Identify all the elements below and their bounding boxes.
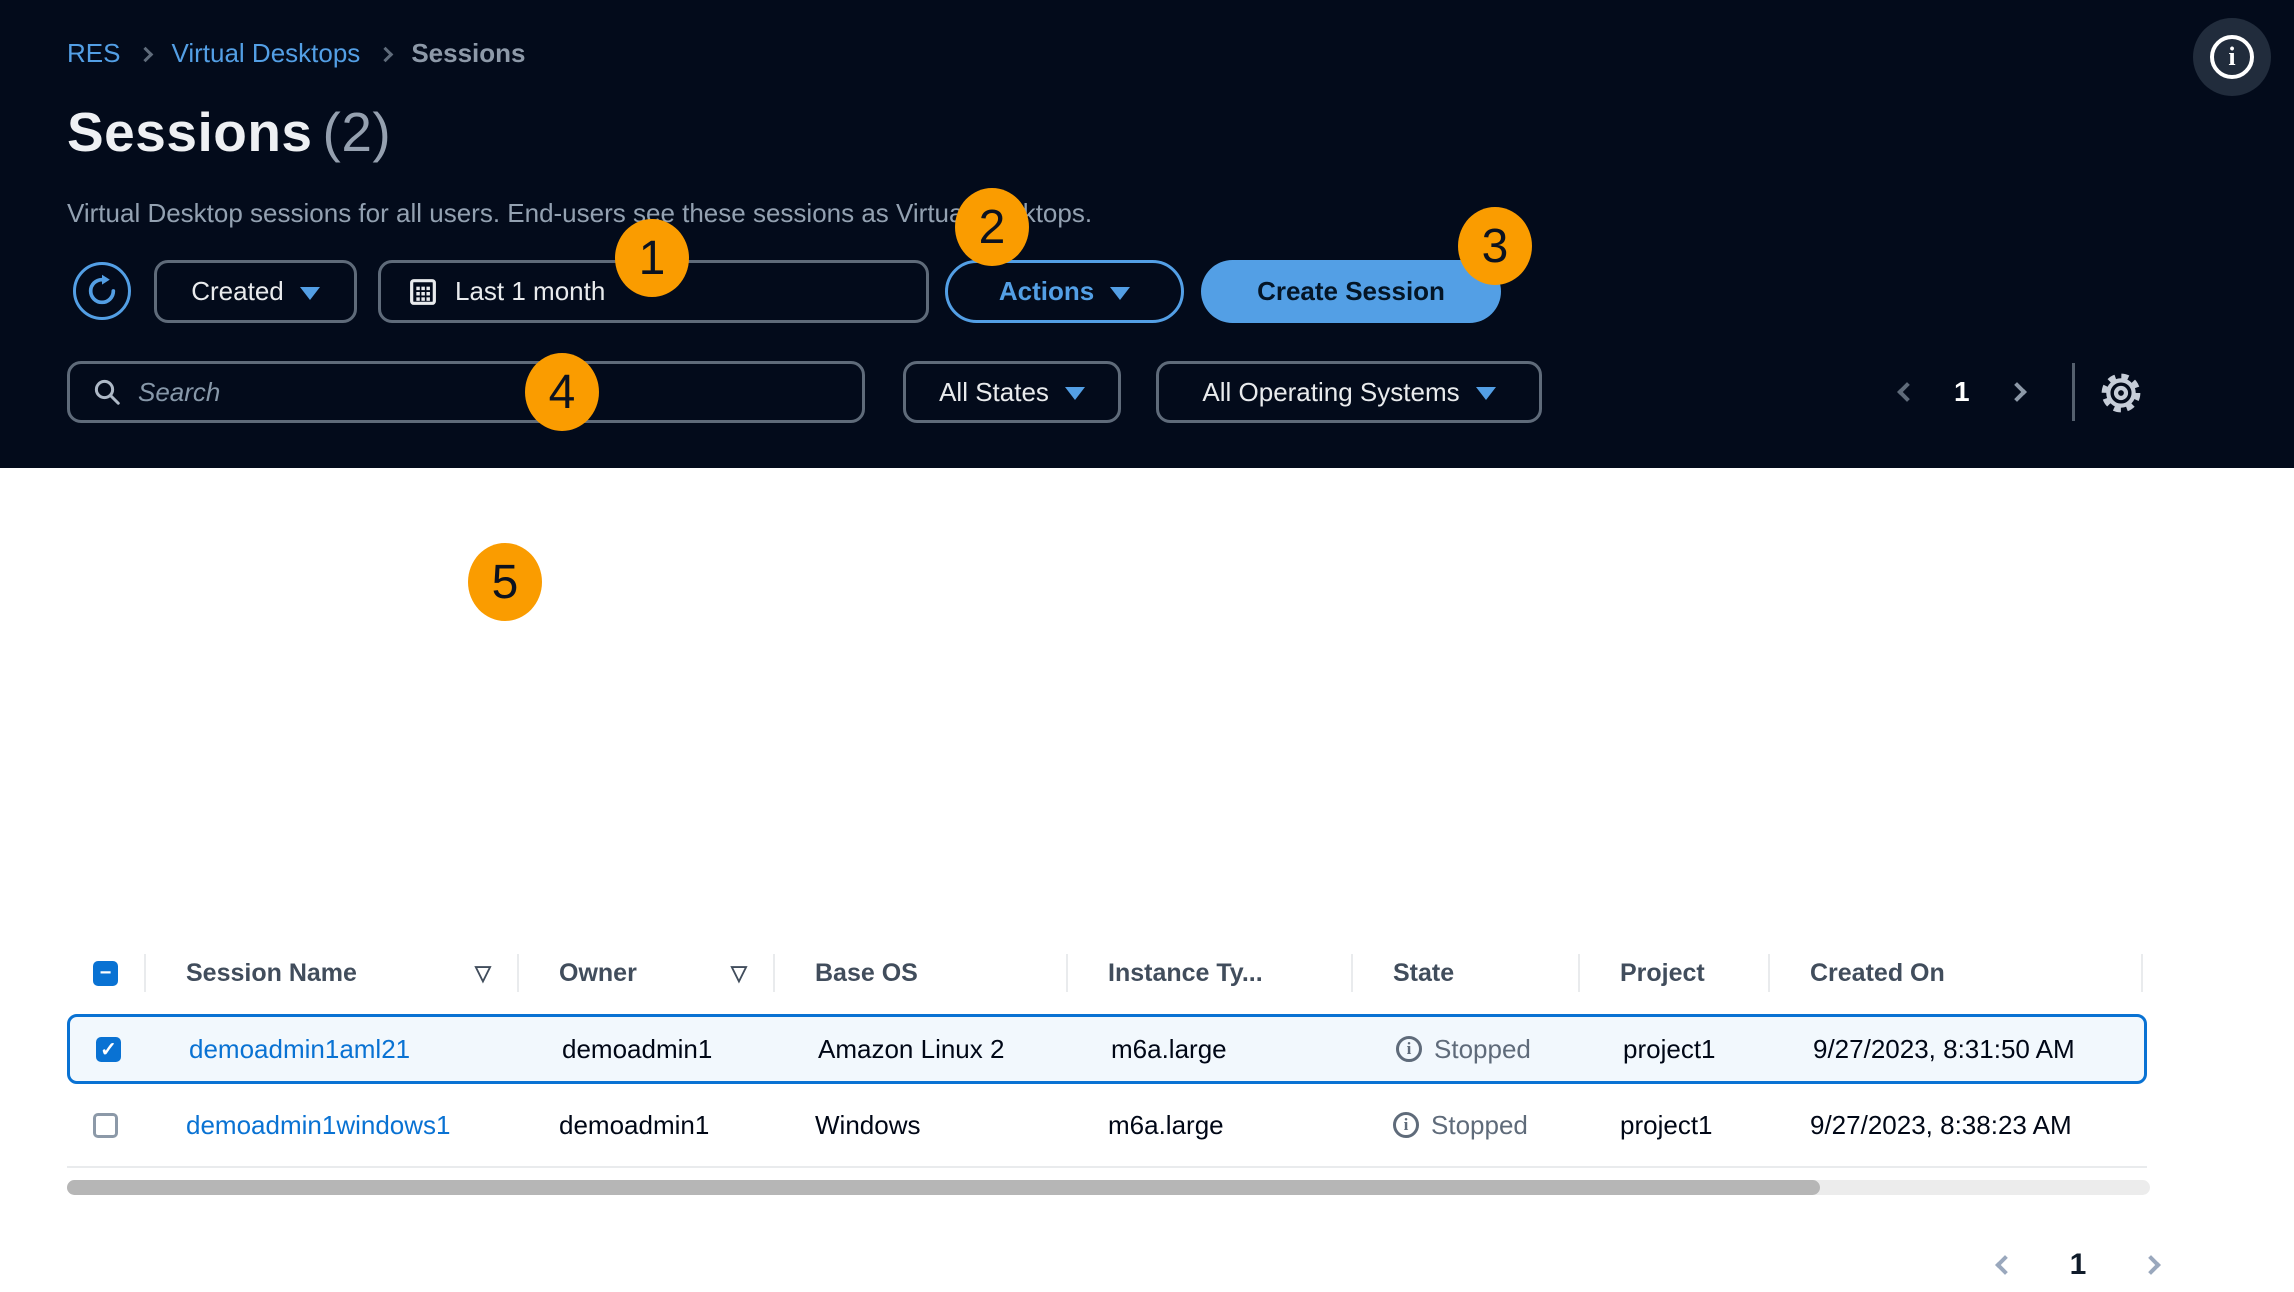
- column-header-label: Owner: [559, 958, 637, 987]
- session-name-link[interactable]: demoadmin1aml21: [189, 1033, 411, 1064]
- pagination-bottom: 1: [1995, 1238, 2161, 1292]
- create-session-label: Create Session: [1257, 276, 1445, 306]
- search-field: [67, 361, 865, 423]
- select-all-checkbox[interactable]: −: [93, 960, 118, 986]
- cell-created-on: 9/27/2023, 8:38:23 AM: [1810, 1109, 2072, 1140]
- cell-base-os: Amazon Linux 2: [818, 1033, 1005, 1064]
- header-checkbox-cell: −: [67, 954, 146, 992]
- chevron-down-icon: [1110, 286, 1131, 300]
- current-page-number[interactable]: 1: [2069, 1248, 2087, 1281]
- actions-label: Actions: [998, 276, 1095, 306]
- next-page-icon[interactable]: [2006, 382, 2027, 402]
- breadcrumb-separator-icon: [378, 46, 394, 63]
- column-header-label: Session Name: [186, 958, 357, 987]
- current-page-number[interactable]: 1: [1954, 376, 1970, 407]
- sort-by-label: Created: [191, 276, 284, 306]
- table-section: − Session Name ▽ Owner ▽ Base OS Instanc…: [0, 468, 2294, 1281]
- previous-page-icon[interactable]: [1897, 382, 1917, 402]
- breadcrumb-current: Sessions: [411, 38, 526, 68]
- row-checkbox-cell: ✓: [70, 1036, 149, 1062]
- column-header-project[interactable]: Project: [1580, 954, 1770, 992]
- sort-icon[interactable]: ▽: [474, 961, 491, 985]
- page-header: RES Virtual Desktops Sessions i Sessions…: [0, 0, 2294, 468]
- row-checkbox-cell: [67, 1112, 146, 1138]
- cell-state: i Stopped: [1356, 1034, 1583, 1065]
- chevron-down-icon: [1064, 387, 1085, 400]
- table-row[interactable]: demoadmin1windows1 demoadmin1 Windows m6…: [67, 1084, 2147, 1168]
- column-header-created-on[interactable]: Created On: [1770, 954, 2143, 992]
- cell-project: project1: [1620, 1109, 1713, 1140]
- cell-owner: demoadmin1: [562, 1033, 713, 1064]
- cell-instance-type: m6a.large: [1108, 1109, 1224, 1140]
- breadcrumb-res[interactable]: RES: [67, 38, 121, 68]
- sort-by-dropdown[interactable]: Created: [154, 260, 357, 323]
- state-label: Stopped: [1434, 1033, 1531, 1064]
- annotation-badge-4: 4: [525, 353, 599, 431]
- session-name-link[interactable]: demoadmin1windows1: [186, 1109, 451, 1140]
- os-filter-dropdown[interactable]: All Operating Systems: [1156, 361, 1542, 423]
- page-description: Virtual Desktop sessions for all users. …: [67, 198, 1093, 228]
- toolbar-divider: [2072, 363, 2075, 421]
- state-filter-dropdown[interactable]: All States: [903, 361, 1121, 423]
- cell-session-name: demoadmin1windows1: [146, 1110, 519, 1141]
- cell-created-on: 9/27/2023, 8:31:50 AM: [1813, 1033, 2075, 1064]
- cell-instance-type: m6a.large: [1111, 1033, 1227, 1064]
- row-checkbox-checked[interactable]: ✓: [96, 1036, 121, 1062]
- cell-state: i Stopped: [1353, 1110, 1580, 1141]
- page-title: Sessions(2): [67, 100, 391, 164]
- calendar-icon: [410, 278, 436, 305]
- previous-page-icon[interactable]: [1995, 1255, 2015, 1275]
- scrollbar-thumb[interactable]: [67, 1180, 1820, 1195]
- gear-icon: [2101, 373, 2141, 413]
- session-count: (2): [322, 101, 392, 163]
- column-header-label: State: [1393, 958, 1455, 987]
- os-filter-label: All Operating Systems: [1202, 376, 1460, 407]
- search-icon: [94, 379, 120, 405]
- state-info-icon[interactable]: i: [1396, 1036, 1422, 1062]
- cell-project: project1: [1623, 1033, 1716, 1064]
- info-icon: i: [2210, 35, 2254, 79]
- column-header-owner[interactable]: Owner ▽: [519, 954, 775, 992]
- date-range-label: Last 1 month: [455, 276, 606, 306]
- chevron-down-icon: [1475, 387, 1496, 400]
- column-header-state[interactable]: State: [1353, 954, 1580, 992]
- annotation-badge-3: 3: [1458, 207, 1532, 285]
- column-header-instance-type[interactable]: Instance Ty...: [1068, 954, 1353, 992]
- state-info-icon[interactable]: i: [1393, 1112, 1419, 1138]
- chevron-down-icon: [299, 286, 320, 300]
- state-filter-label: All States: [939, 376, 1049, 407]
- breadcrumb: RES Virtual Desktops Sessions: [67, 38, 525, 69]
- actions-dropdown-button[interactable]: Actions: [945, 260, 1184, 323]
- sort-icon[interactable]: ▽: [730, 961, 747, 985]
- help-info-button[interactable]: i: [2193, 18, 2271, 96]
- table-settings-button[interactable]: [2098, 370, 2144, 416]
- next-page-icon[interactable]: [2141, 1255, 2161, 1275]
- breadcrumb-separator-icon: [138, 46, 154, 63]
- page-title-text: Sessions: [67, 101, 313, 163]
- column-header-base-os[interactable]: Base OS: [775, 954, 1068, 992]
- cell-base-os: Windows: [815, 1109, 921, 1140]
- column-header-label: Created On: [1810, 958, 1945, 987]
- column-header-label: Project: [1620, 958, 1705, 987]
- column-header-label: Base OS: [815, 958, 918, 987]
- cell-owner: demoadmin1: [559, 1109, 710, 1140]
- table-header-row: − Session Name ▽ Owner ▽ Base OS Instanc…: [67, 946, 2147, 1000]
- row-checkbox-unchecked[interactable]: [93, 1112, 118, 1138]
- annotation-badge-5: 5: [468, 543, 542, 621]
- breadcrumb-virtual-desktops[interactable]: Virtual Desktops: [171, 38, 361, 68]
- column-header-session-name[interactable]: Session Name ▽: [146, 954, 519, 992]
- cell-session-name: demoadmin1aml21: [149, 1034, 522, 1065]
- state-label: Stopped: [1431, 1109, 1528, 1140]
- create-session-button[interactable]: Create Session: [1201, 260, 1501, 323]
- refresh-button[interactable]: [73, 262, 131, 320]
- annotation-badge-2: 2: [955, 188, 1029, 266]
- table-row[interactable]: ✓ demoadmin1aml21 demoadmin1 Amazon Linu…: [67, 1014, 2147, 1084]
- refresh-icon: [88, 274, 116, 305]
- horizontal-scrollbar[interactable]: [67, 1180, 2150, 1195]
- annotation-badge-1: 1: [615, 219, 689, 297]
- pagination-top: 1: [1897, 361, 2027, 423]
- search-input[interactable]: [138, 376, 862, 408]
- column-header-label: Instance Ty...: [1108, 958, 1263, 987]
